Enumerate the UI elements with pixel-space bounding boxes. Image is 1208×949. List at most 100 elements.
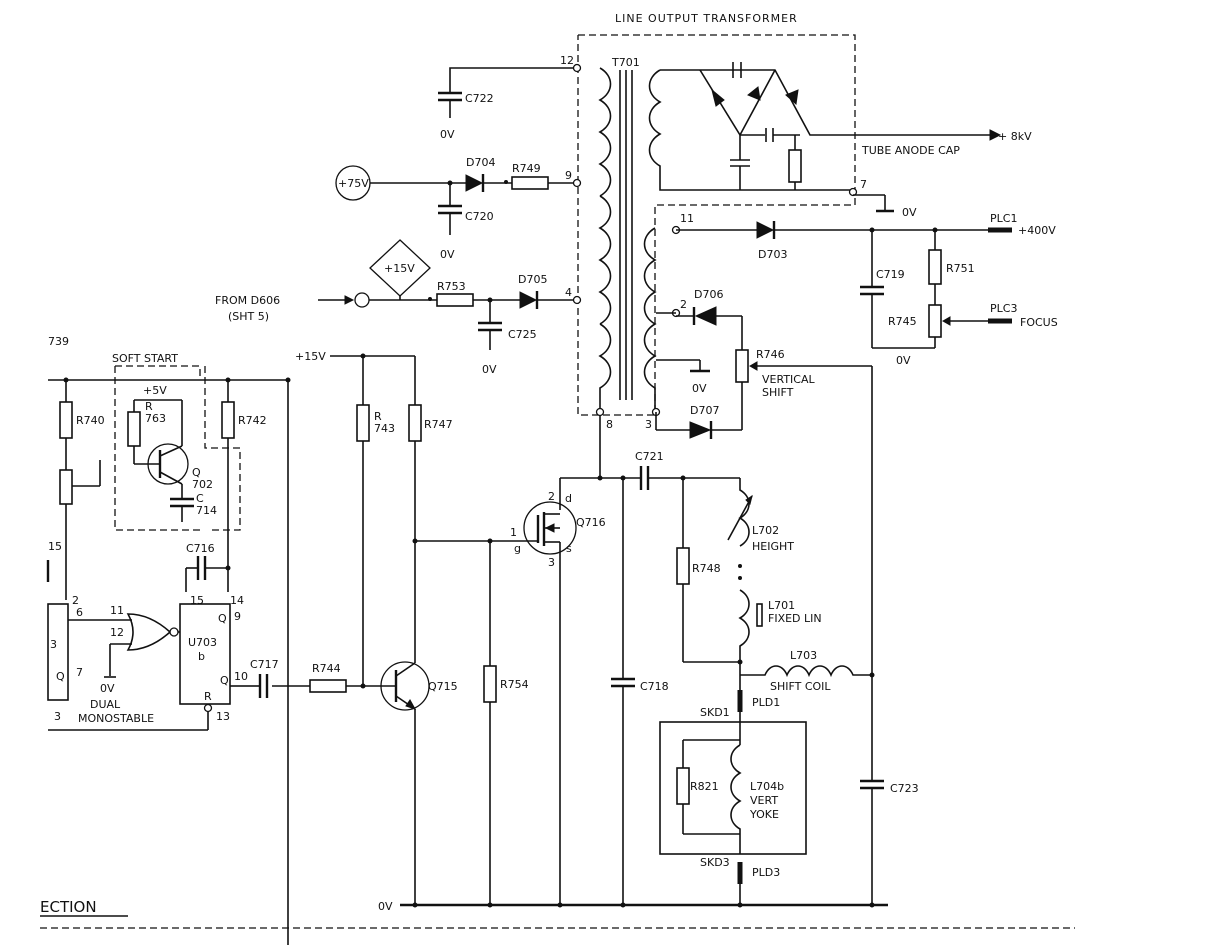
t701-label: T701 [611,56,640,69]
q716-gate: g [514,542,521,555]
ov-c725: 0V [482,363,497,376]
r754-label: R754 [500,678,529,691]
r747-label: R747 [424,418,453,431]
r742-label: R742 [238,414,267,427]
pin-4: 4 [565,286,572,299]
q716-source: s [566,542,572,555]
pin-15-u703b: 15 [190,594,204,607]
q716-pin3: 3 [548,556,555,569]
r740-label: R740 [76,414,105,427]
dual-label: DUAL [90,698,121,711]
l704-vert: VERT [750,794,778,807]
skd1-label: SKD1 [700,706,730,719]
c725-label: C725 [508,328,537,341]
pin-9-u703b: 9 [234,610,241,623]
pin-11: 11 [680,212,694,225]
v75-label: +75V [338,177,369,190]
c719-label: C719 [876,268,905,281]
ov-gate: 0V [100,682,115,695]
pin-9: 9 [565,169,572,182]
l702-label: L702 [752,524,779,537]
gate-pin-11: 11 [110,604,124,617]
v400-label: +400V [1018,224,1056,237]
vshift-label-2: SHIFT [762,386,794,399]
vshift-label-1: VERTICAL [762,373,815,386]
eht-multiplier: TUBE ANODE CAP + 8kV 0V [660,62,1032,219]
c717-label: C717 [250,658,279,671]
c718-label: C718 [640,680,669,693]
u703b-r: R [204,690,212,703]
eht-voltage-label: + 8kV [998,130,1032,143]
n15-left: 15 [48,540,62,553]
u703a-qbar: Q [56,670,65,683]
pin-14-u703b: 14 [230,594,244,607]
ov-focus: 0V [896,354,911,367]
pin-12: 12 [560,54,574,67]
gate-pin-12: 12 [110,626,124,639]
r749-label: R749 [512,162,541,175]
pin-2: 2 [680,298,687,311]
u703b-qbar: Q [218,612,227,625]
u703-b-label: b [198,650,205,663]
q716-drain: d [565,492,572,505]
ov-c720: 0V [440,248,455,261]
ov-rail-label: 0V [378,900,393,913]
plc1-label: PLC1 [990,212,1017,225]
v5-label: +5V [143,384,167,397]
c722-label: C722 [465,92,494,105]
n739-label: 739 [48,335,69,348]
primary-supply-network: C722 0V +75V D704 R749 C720 0V +15V FROM… [215,67,574,376]
l704-label: L704b [750,780,784,793]
r744-label: R744 [312,662,341,675]
d705-label: D705 [518,273,547,286]
v15-rail-label: +15V [295,350,326,363]
pin-3-u703a: 3 [54,710,61,723]
q716-label: Q716 [576,516,606,529]
line-output-transformer: LINE OUTPUT TRANSFORMER T701 12 9 4 8 7 … [560,12,867,431]
pin-6-u703a: 6 [76,606,83,619]
q716-pin2: 2 [548,490,555,503]
tube-anode-label: TUBE ANODE CAP [861,144,960,157]
focus-label: FOCUS [1020,316,1058,329]
pin-3: 3 [645,418,652,431]
lot-title: LINE OUTPUT TRANSFORMER [615,12,798,25]
r751-label: R751 [946,262,975,275]
sht5-label: (SHT 5) [228,310,269,323]
r746-label: R746 [756,348,785,361]
q715-label: Q715 [428,680,458,693]
v15-label: +15V [384,262,415,275]
pin-2-u703a: 2 [72,594,79,607]
soft-start-label: SOFT START [112,352,178,365]
pin-7-u703a: 7 [76,666,83,679]
skd3-label: SKD3 [700,856,730,869]
c720-label: C720 [465,210,494,223]
r748-label: R748 [692,562,721,575]
c716-label: C716 [186,542,215,555]
pin-7: 7 [860,178,867,191]
d703-label: D703 [758,248,787,261]
l703-label: L703 [790,649,817,662]
focus-400v-network: D703 PLC1 +400V C719 R751 R745 PLC3 FOCU… [655,212,1058,439]
d706-label: D706 [694,288,723,301]
ov-label-pin7: 0V [902,206,917,219]
d704-label: D704 [466,156,495,169]
r821-label: R821 [690,780,719,793]
pin-10-u703b: 10 [234,670,248,683]
pin-8: 8 [606,418,613,431]
plc3-label: PLC3 [990,302,1017,315]
shift-coil-label: SHIFT COIL [770,680,831,693]
monostable-label: MONOSTABLE [78,712,154,725]
section-heading: ECTION [40,898,97,916]
l701-label: L701 [768,599,795,612]
c721-label: C721 [635,450,664,463]
u703a-num: 3 [50,638,57,651]
pld1-label: PLD1 [752,696,780,709]
l704-yoke: YOKE [749,808,779,821]
d707-label: D707 [690,404,719,417]
r745-label: R745 [888,315,917,328]
